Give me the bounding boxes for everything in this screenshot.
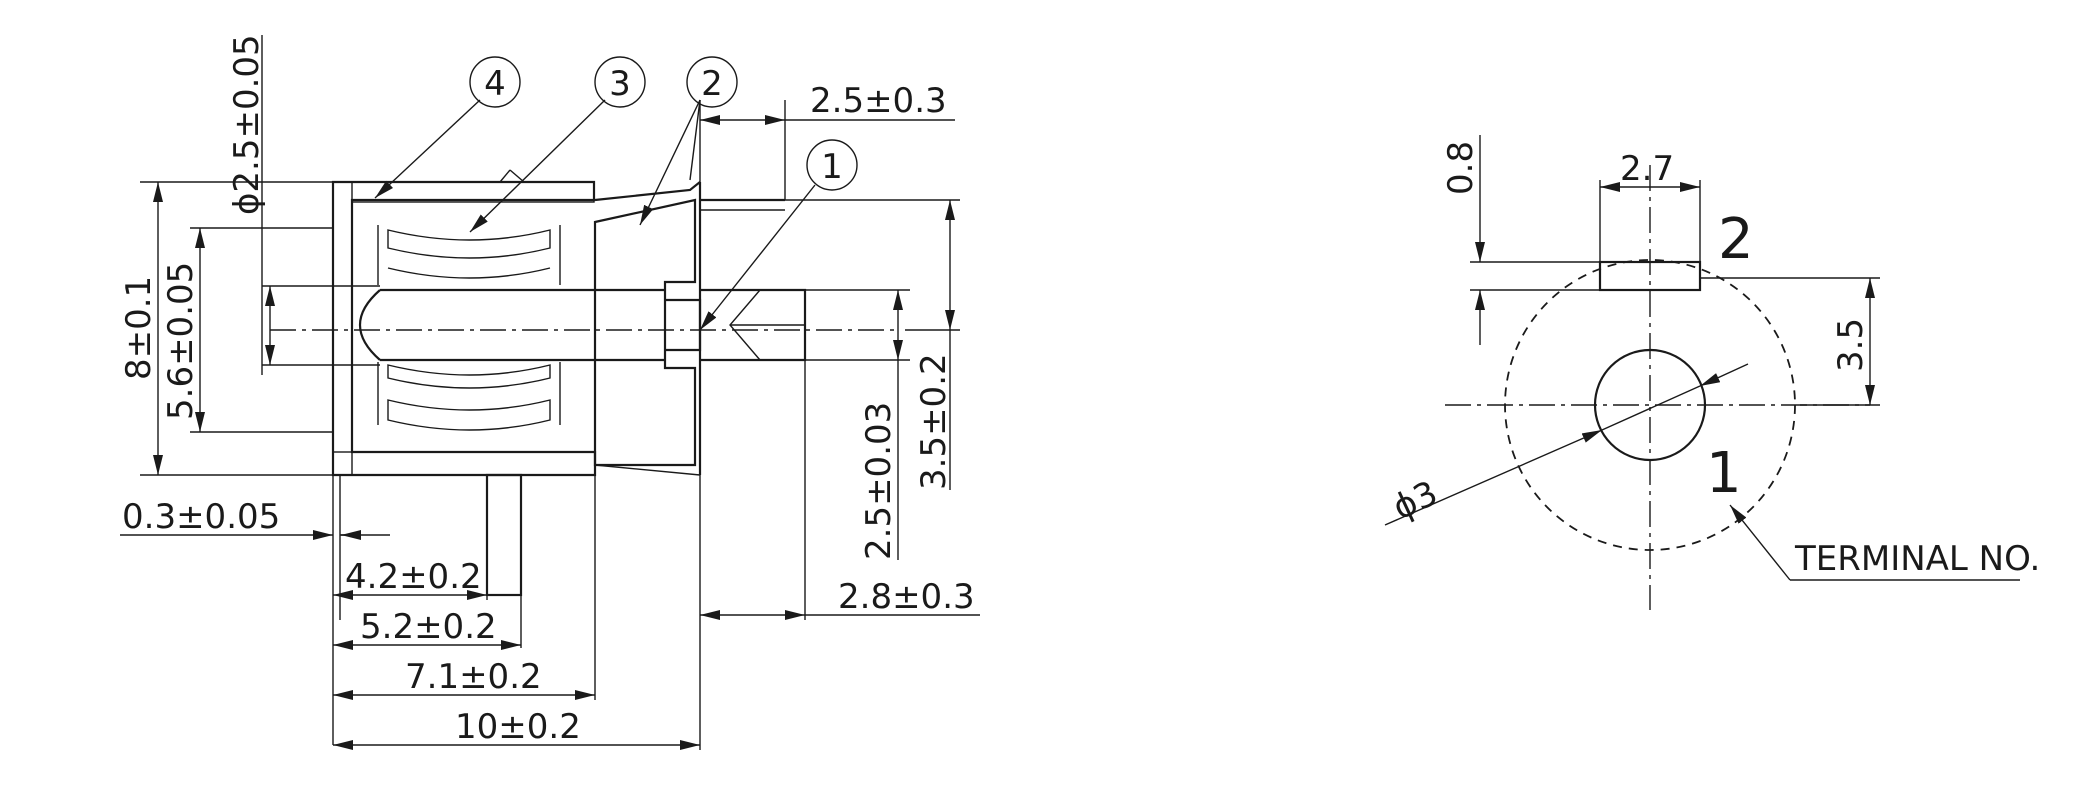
insulator-block [593,181,702,476]
bottom-view: 2.7 0.8 3.5 ϕ3 2 1 [1384,135,2040,610]
dim-2-5-pin: 2.5±0.03 [805,289,910,560]
dim-phi-2-5: ϕ2.5±0.05 [227,34,380,375]
dim-5-6: 5.6±0.05 [161,227,333,433]
dim-5-2: 5.2±0.2 [333,595,522,650]
svg-text:2.7: 2.7 [1620,149,1674,189]
svg-text:3: 3 [609,64,631,104]
svg-text:3.5: 3.5 [1831,318,1871,372]
dim-3-5: 3.5±0.2 [700,199,960,490]
side-view: 1 2 3 4 8±0.1 [119,34,980,750]
dim-0-8: 0.8 [1441,135,1600,345]
svg-text:10±0.2: 10±0.2 [455,707,581,747]
dim-3-5-bottom: 3.5 [1700,277,1880,406]
svg-text:2: 2 [701,64,723,104]
terminal-number-2: 2 [1718,207,1754,272]
svg-text:TERMINAL NO.: TERMINAL NO. [1794,539,2040,579]
housing-shell [331,169,597,477]
svg-text:1: 1 [821,147,843,187]
terminal-2-slot [1598,260,1702,292]
terminal-pin [485,473,523,597]
svg-text:0.3±0.05: 0.3±0.05 [122,497,280,537]
terminal-number-1: 1 [1706,441,1742,506]
svg-text:ϕ2.5±0.05: ϕ2.5±0.05 [227,34,267,215]
dim-8: 8±0.1 [119,181,333,476]
svg-text:5.2±0.2: 5.2±0.2 [360,607,497,647]
svg-text:2.5±0.03: 2.5±0.03 [859,402,899,560]
callout-1: 1 [699,139,858,331]
svg-text:4.2±0.2: 4.2±0.2 [345,557,482,597]
svg-text:4: 4 [484,64,506,104]
terminal-no-label: TERMINAL NO. [1729,504,2040,581]
dim-4-2: 4.2±0.2 [332,475,488,745]
svg-text:0.8: 0.8 [1441,141,1481,195]
center-pin [358,288,807,362]
svg-text:2.8±0.3: 2.8±0.3 [838,577,975,617]
spring-contacts [377,225,561,431]
dim-2-7: 2.7 [1599,149,1701,262]
dim-2-8: 2.8±0.3 [700,360,980,620]
dim-7-1: 7.1±0.2 [333,475,596,700]
callout-4: 4 [374,56,521,199]
callout-3: 3 [469,56,646,233]
dim-2-5-top: 2.5±0.3 [699,81,955,200]
svg-text:2.5±0.3: 2.5±0.3 [810,81,947,121]
callout-2: 2 [639,56,738,226]
dim-phi-3: ϕ3 [1384,363,1749,528]
svg-text:5.6±0.05: 5.6±0.05 [161,262,201,420]
svg-text:3.5±0.2: 3.5±0.2 [914,353,954,490]
svg-text:7.1±0.2: 7.1±0.2 [405,657,542,697]
dim-0-3: 0.3±0.05 [120,475,390,620]
svg-text:8±0.1: 8±0.1 [119,276,159,380]
